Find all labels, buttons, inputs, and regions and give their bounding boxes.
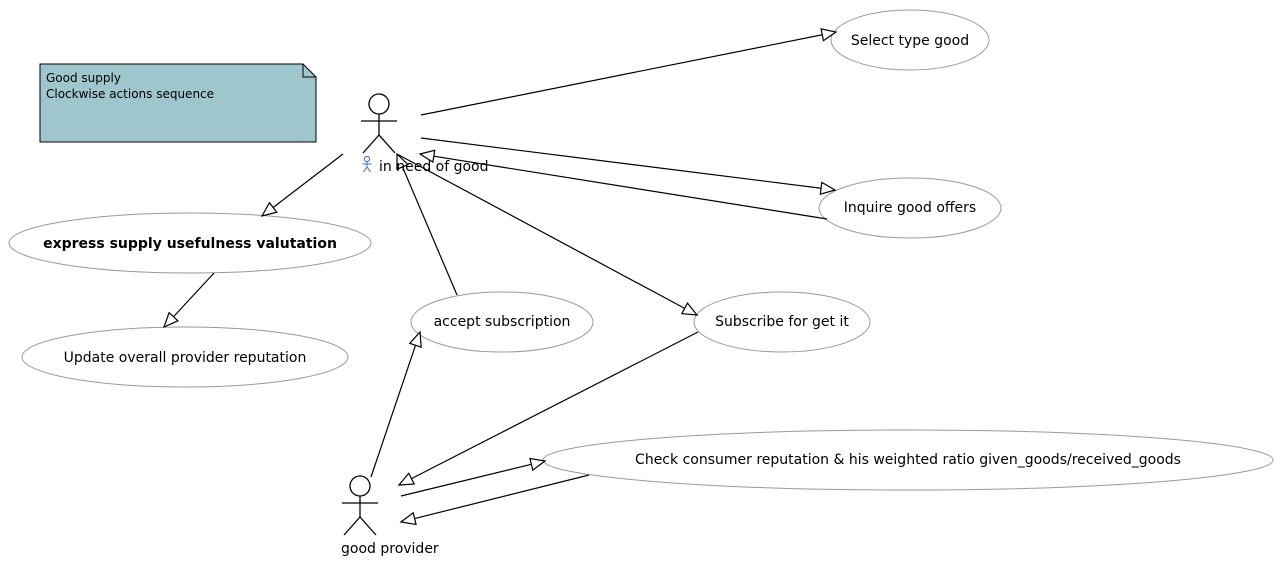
use-case-label: Check consumer reputation & his weighted… [635, 452, 1181, 468]
arrowhead [260, 201, 278, 217]
association-line [396, 153, 685, 309]
arrow-consumer-to-inquire-offers[interactable] [420, 137, 837, 196]
association-line [414, 474, 590, 520]
association-line [420, 137, 822, 189]
use-case-accept-subscription[interactable]: accept subscription [410, 291, 594, 353]
arrow-check-reputation-to-provider[interactable] [399, 474, 590, 526]
note-fold [302, 64, 316, 78]
note-line-1: Good supply [46, 71, 121, 85]
use-case-label: Update overall provider reputation [64, 350, 307, 366]
actor-icon [362, 155, 372, 173]
arrow-consumer-to-select-type[interactable] [420, 28, 838, 116]
arrowhead [399, 511, 417, 526]
association-line [433, 155, 828, 220]
stick-figure-icon [361, 93, 397, 154]
use-case-express-usefulness[interactable]: express supply usefulness valutation [8, 212, 372, 274]
arrow-provider-to-accept-subscription[interactable] [370, 330, 422, 478]
use-case-select-type[interactable]: Select type good [830, 9, 990, 71]
use-case-ellipse [21, 326, 349, 388]
association-line [370, 345, 417, 478]
note[interactable]: Good supply Clockwise actions sequence [39, 63, 317, 143]
arrowhead [162, 311, 179, 329]
arrow-consumer-to-subscribe[interactable] [396, 153, 699, 316]
arrowhead [408, 330, 422, 349]
arrow-inquire-offers-to-consumer[interactable] [418, 149, 828, 220]
arrow-provider-to-check-reputation[interactable] [400, 457, 547, 497]
arrow-subscribe-to-provider[interactable] [397, 331, 699, 486]
arrowhead [529, 457, 547, 472]
use-case-ellipse [542, 429, 1274, 491]
arrow-express-usefulness-to-update-reputation[interactable] [162, 272, 215, 329]
arrowhead [418, 149, 436, 164]
use-case-label: express supply usefulness valutation [43, 236, 337, 252]
use-case-label: Inquire good offers [844, 200, 976, 216]
use-case-label: Select type good [851, 33, 969, 49]
arrow-consumer-to-express-usefulness[interactable] [260, 153, 344, 217]
use-case-ellipse [8, 212, 372, 274]
arrowhead [680, 302, 699, 316]
use-case-label: accept subscription [434, 314, 571, 330]
actor-good-provider[interactable]: good provider [341, 475, 439, 557]
use-case-ellipse [693, 291, 871, 353]
use-case-subscribe[interactable]: Subscribe for get it [693, 291, 871, 353]
association-line [401, 166, 458, 296]
arrowhead [819, 181, 837, 196]
association-line [173, 272, 215, 318]
arrowhead [397, 472, 416, 486]
stick-figure-icon [342, 475, 378, 536]
association-line [411, 331, 699, 480]
use-case-check-reputation[interactable]: Check consumer reputation & his weighted… [542, 429, 1274, 491]
association-line [420, 34, 823, 116]
note-shape [39, 63, 317, 143]
use-case-ellipse [818, 177, 1002, 239]
use-case-inquire-offers[interactable]: Inquire good offers [818, 177, 1002, 239]
use-case-ellipse [410, 291, 594, 353]
connectors [162, 28, 838, 526]
arrowhead [396, 152, 410, 171]
actor-label: good provider [341, 541, 439, 557]
association-line [400, 463, 532, 497]
use-case-update-reputation[interactable]: Update overall provider reputation [21, 326, 349, 388]
use-case-label: Subscribe for get it [715, 314, 849, 330]
arrow-accept-subscription-to-consumer[interactable] [396, 152, 458, 296]
actor-in-need-of-good[interactable]: in need of good [361, 93, 489, 175]
note-line-2: Clockwise actions sequence [46, 87, 214, 101]
actor-label: in need of good [379, 159, 489, 175]
association-line [272, 153, 344, 208]
use-case-ellipse [830, 9, 990, 71]
arrowhead [820, 28, 838, 42]
